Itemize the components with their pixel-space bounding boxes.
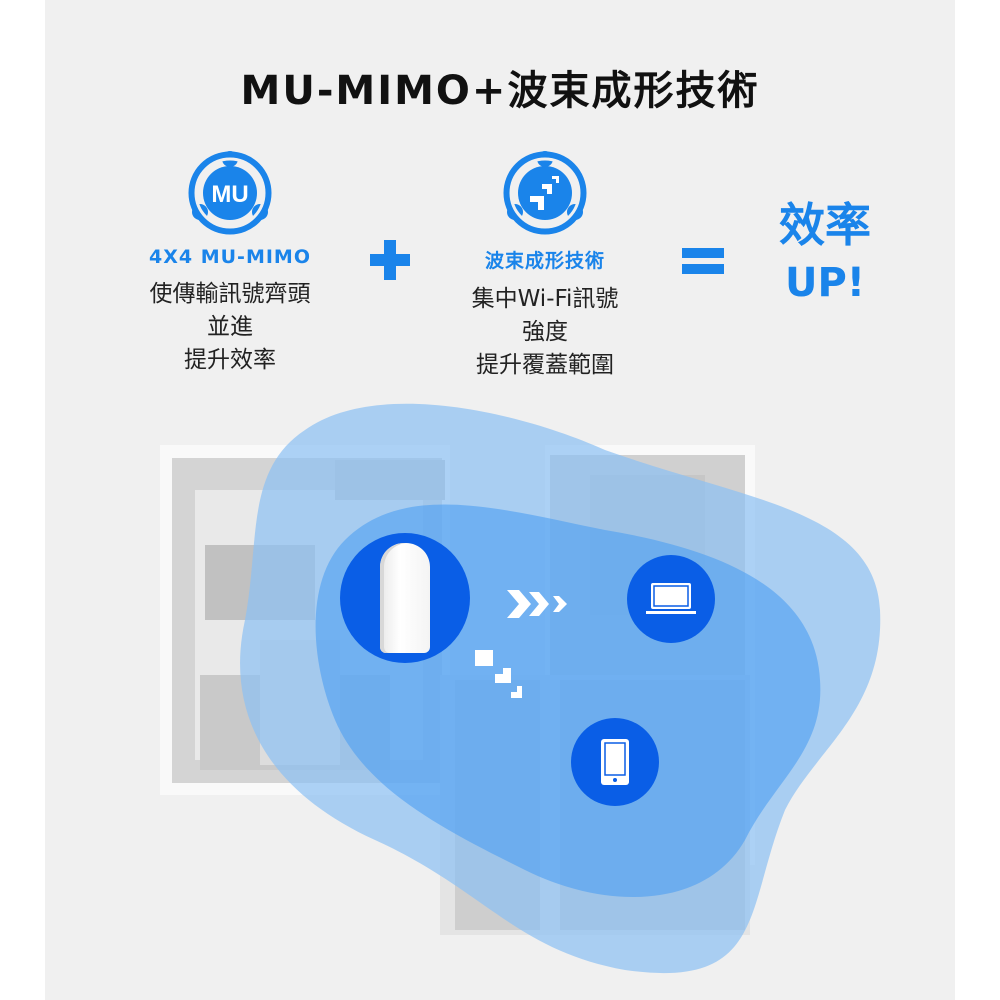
infographic-canvas: MU-MIMO+波束成形技術 MU 4X4 MU-MIMO 使傳輸訊號齊頭 並進… (45, 0, 955, 1000)
wifi-router-image (380, 543, 430, 653)
result-line1: 效率 (779, 198, 871, 252)
feature-description: 集中Wi-Fi訊號 強度 提升覆蓋範圍 (440, 283, 650, 382)
router-circle (340, 533, 470, 663)
feature-beamforming: 波束成形技術 集中Wi-Fi訊號 強度 提升覆蓋範圍 (440, 150, 650, 382)
result-line2: UP! (784, 260, 866, 306)
result-efficiency-up: 效率 UP! (745, 195, 905, 311)
laptop-circle (627, 555, 715, 643)
feature-description: 使傳輸訊號齊頭 並進 提升效率 (120, 278, 340, 377)
feature-label: 波束成形技術 (484, 250, 605, 272)
desc-line: 並進 (207, 314, 253, 340)
desc-line: 提升效率 (184, 347, 276, 373)
page-title: MU-MIMO+波束成形技術 (240, 68, 760, 114)
desc-line: 強度 (522, 319, 568, 345)
mu-mimo-icon: MU (187, 150, 273, 236)
phone-circle (571, 718, 659, 806)
coverage-scene (45, 390, 955, 1000)
desc-line: 使傳輸訊號齊頭 (149, 281, 311, 307)
desc-line: 提升覆蓋範圍 (476, 352, 614, 378)
signal-steps-down (475, 650, 522, 698)
plus-operator (368, 238, 412, 282)
laptop-icon (646, 583, 696, 614)
desc-line: 集中Wi-Fi訊號 (471, 286, 619, 312)
svg-text:MU: MU (211, 181, 248, 208)
feature-mu-mimo: MU 4X4 MU-MIMO 使傳輸訊號齊頭 並進 提升效率 (120, 150, 340, 377)
smartphone-icon (601, 739, 629, 785)
beamforming-icon (502, 150, 588, 236)
signal-chevrons-right (507, 590, 567, 618)
feature-label: 4X4 MU-MIMO (149, 246, 311, 268)
equals-operator (682, 246, 724, 276)
